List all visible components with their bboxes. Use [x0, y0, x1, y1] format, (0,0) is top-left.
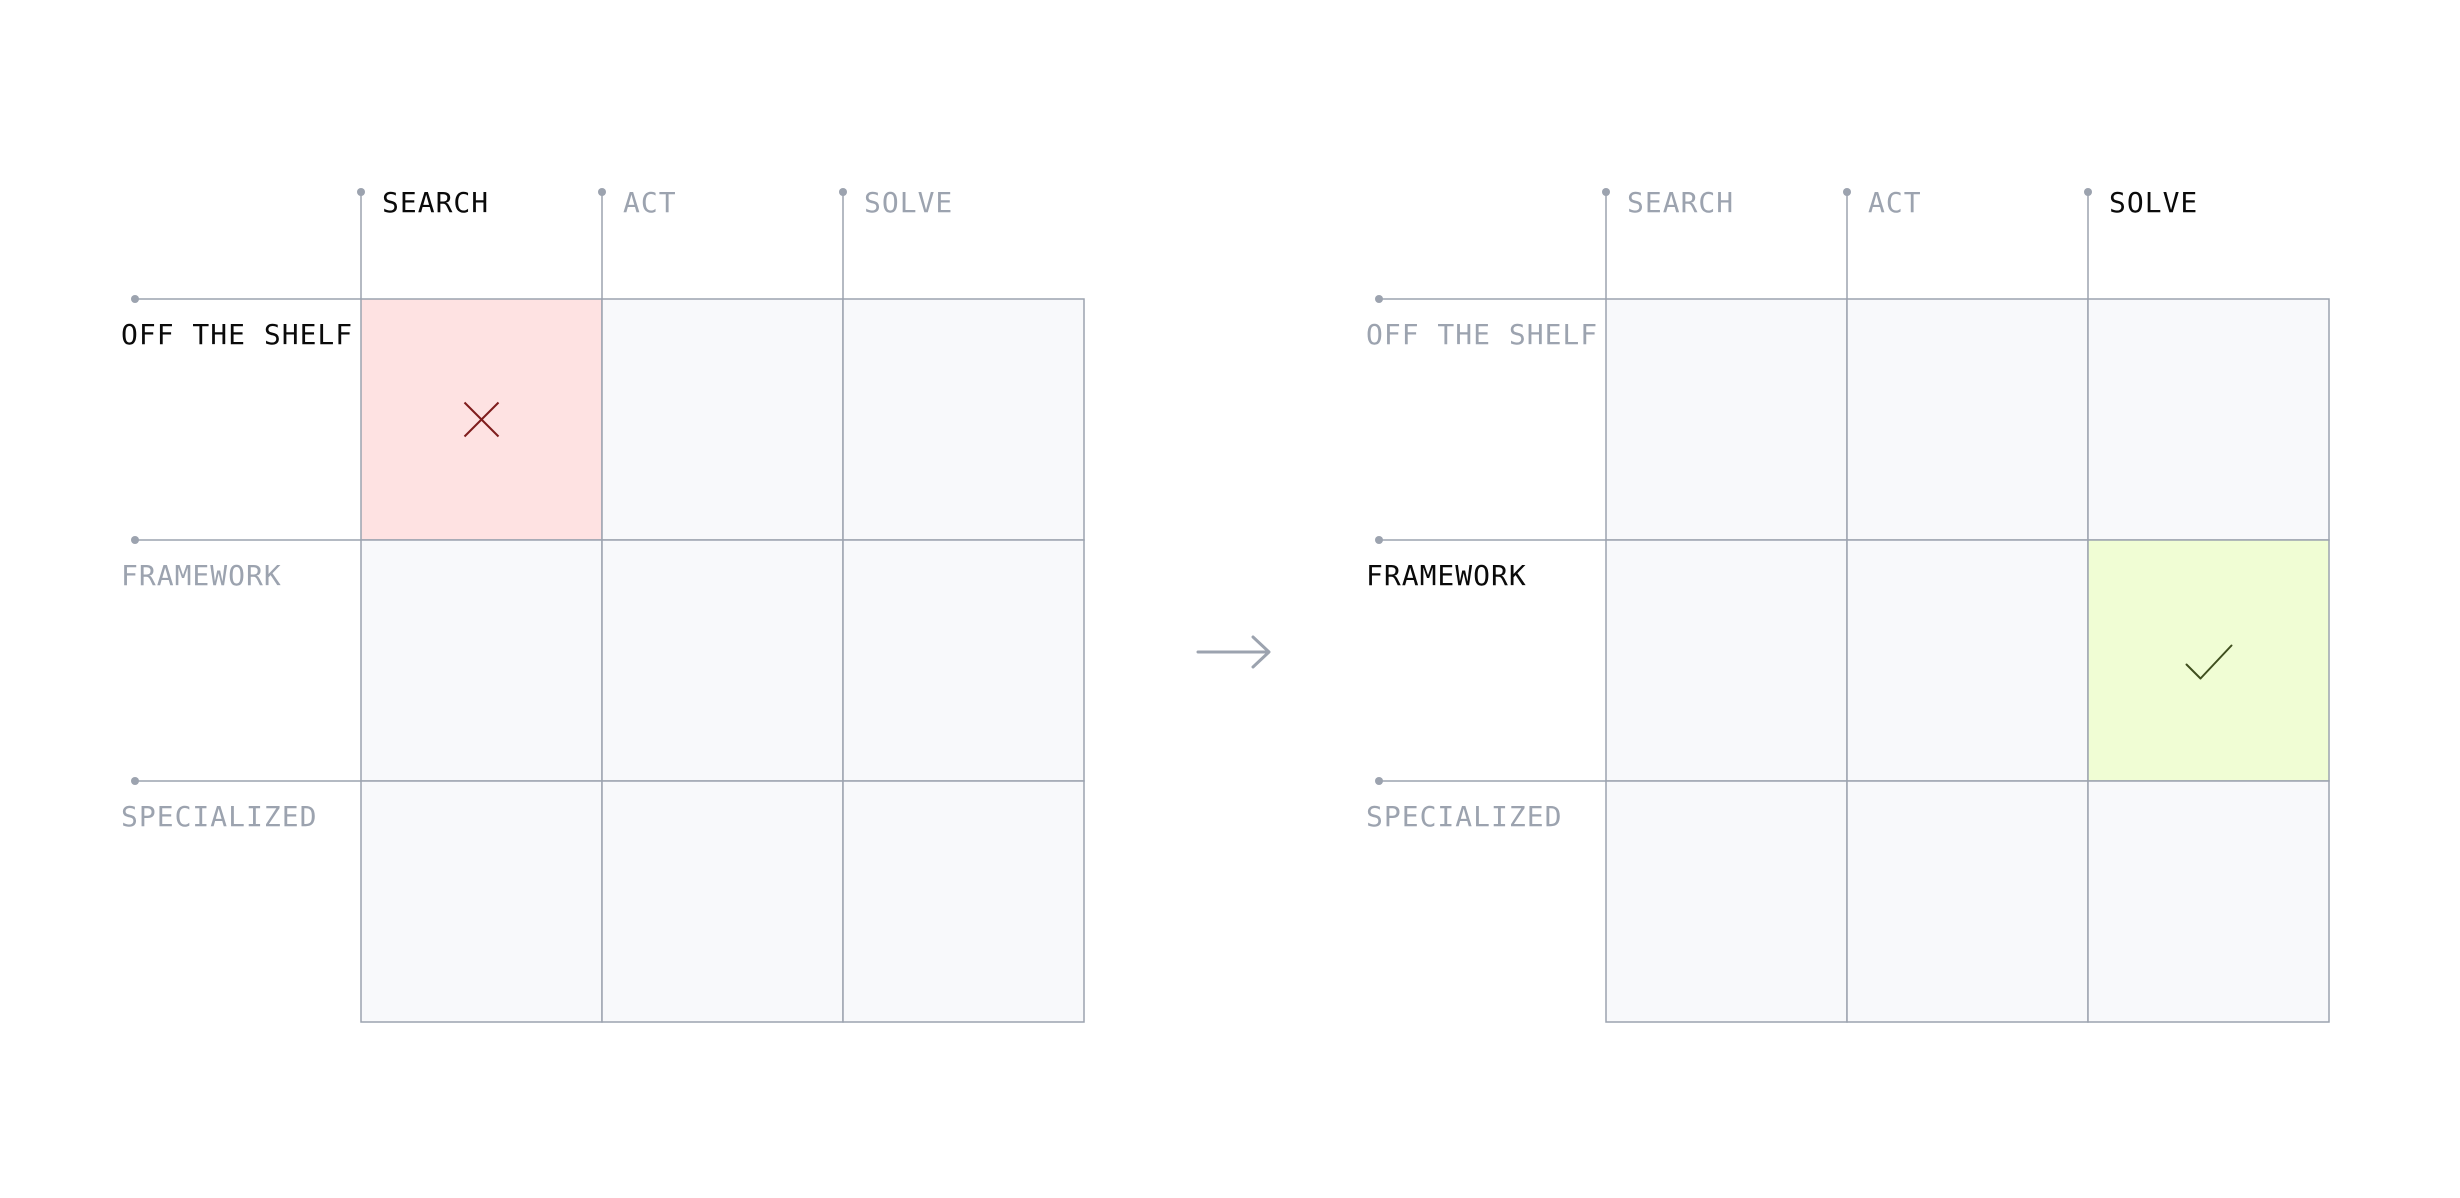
row-tick-dot	[1375, 295, 1383, 303]
grid-cell-r0-c1	[1846, 298, 2089, 541]
matrix-panel-after: SEARCH ACT SOLVE OFF THE SHELF FRAMEWORK SPEC…	[1366, 186, 2330, 1023]
column-label-solve: SOLVE	[864, 186, 953, 219]
row-label-specialized: SPECIALIZED	[1366, 800, 1562, 833]
column-label-act: ACT	[1868, 186, 1922, 219]
grid-cell-r2-c1	[601, 780, 844, 1023]
check-icon	[2185, 644, 2233, 680]
grid-cell-r0-c1	[601, 298, 844, 541]
column-label-search: SEARCH	[382, 186, 489, 219]
grid-cell-r1-c0	[360, 539, 603, 782]
row-label-off-the-shelf: OFF THE SHELF	[121, 318, 353, 351]
row-label-specialized: SPECIALIZED	[121, 800, 317, 833]
grid-cell-r2-c2	[2087, 780, 2330, 1023]
column-tick-dot	[839, 188, 847, 196]
x-icon	[463, 401, 500, 438]
column-tick-dot	[598, 188, 606, 196]
row-tick-dot	[1375, 536, 1383, 544]
grid-cell-r1-c1	[1846, 539, 2089, 782]
grid-cell-r1-c1	[601, 539, 844, 782]
column-label-solve: SOLVE	[2109, 186, 2198, 219]
row-label-framework: FRAMEWORK	[1366, 559, 1527, 592]
column-tick-dot	[1602, 188, 1610, 196]
row-tick-dot	[131, 536, 139, 544]
row-tick-dot	[131, 777, 139, 785]
grid-cell-r1-c0	[1605, 539, 1848, 782]
grid-cell-r1-c2	[2087, 539, 2330, 782]
grid-cell-r0-c2	[842, 298, 1085, 541]
matrix-panel-before: SEARCH ACT SOLVE OFF THE SHELF FRAMEWORK SPEC…	[121, 186, 1085, 1023]
grid-cell-r1-c2	[842, 539, 1085, 782]
grid-cell-r2-c1	[1846, 780, 2089, 1023]
grid-cell-r2-c0	[1605, 780, 1848, 1023]
row-label-off-the-shelf: OFF THE SHELF	[1366, 318, 1598, 351]
column-label-search: SEARCH	[1627, 186, 1734, 219]
column-tick-dot	[357, 188, 365, 196]
row-label-framework: FRAMEWORK	[121, 559, 282, 592]
arrow-right-icon	[1196, 635, 1271, 669]
row-tick-dot	[1375, 777, 1383, 785]
row-tick-dot	[131, 295, 139, 303]
column-tick-dot	[1843, 188, 1851, 196]
grid-cell-r0-c0	[1605, 298, 1848, 541]
column-tick-dot	[2084, 188, 2092, 196]
column-label-act: ACT	[623, 186, 677, 219]
grid-cell-r0-c2	[2087, 298, 2330, 541]
grid-cell-r2-c2	[842, 780, 1085, 1023]
grid-cell-r2-c0	[360, 780, 603, 1023]
